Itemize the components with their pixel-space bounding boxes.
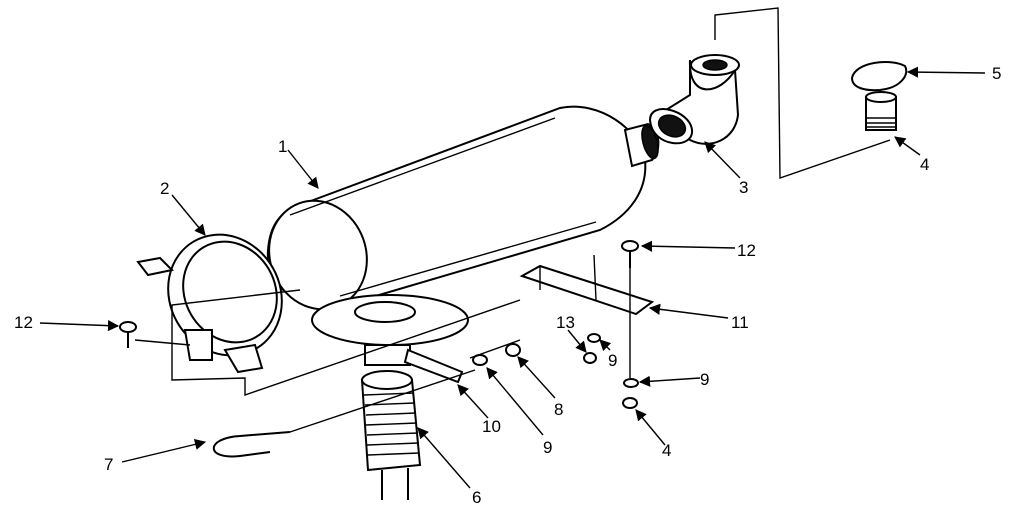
callout-3: 3 <box>739 178 748 197</box>
flex-tube <box>360 370 422 500</box>
callout-12-left: 12 <box>14 313 33 332</box>
mounting-band <box>136 233 283 374</box>
callout-7: 7 <box>104 455 113 474</box>
exhaust-elbow <box>648 54 740 145</box>
callout-4-top: 4 <box>920 155 929 174</box>
support-bracket <box>519 254 655 316</box>
rain-cap <box>850 61 908 92</box>
callout-1: 1 <box>278 137 287 156</box>
callout-labels: 1 2 3 4 4 5 6 7 8 9 9 9 10 11 12 12 13 <box>14 64 1001 507</box>
leader-lines <box>39 66 986 489</box>
callout-10: 10 <box>482 417 501 436</box>
callout-5: 5 <box>992 64 1001 83</box>
callout-8: 8 <box>554 400 563 419</box>
inlet-flange <box>311 294 469 366</box>
callout-2: 2 <box>160 179 169 198</box>
pipe-nipple <box>865 91 897 131</box>
assembly-lines <box>134 7 891 433</box>
u-bolt <box>212 431 291 458</box>
muffler-body <box>266 105 660 311</box>
callout-4-bottom: 4 <box>662 441 671 460</box>
callout-9-lower: 9 <box>543 438 552 457</box>
callout-12-right: 12 <box>737 241 756 260</box>
callout-9-middle: 9 <box>608 351 617 370</box>
callout-13: 13 <box>556 313 575 332</box>
callout-6: 6 <box>472 488 481 507</box>
callout-11: 11 <box>731 313 749 332</box>
bracket-tab <box>403 348 464 384</box>
callout-9-right: 9 <box>700 370 709 389</box>
